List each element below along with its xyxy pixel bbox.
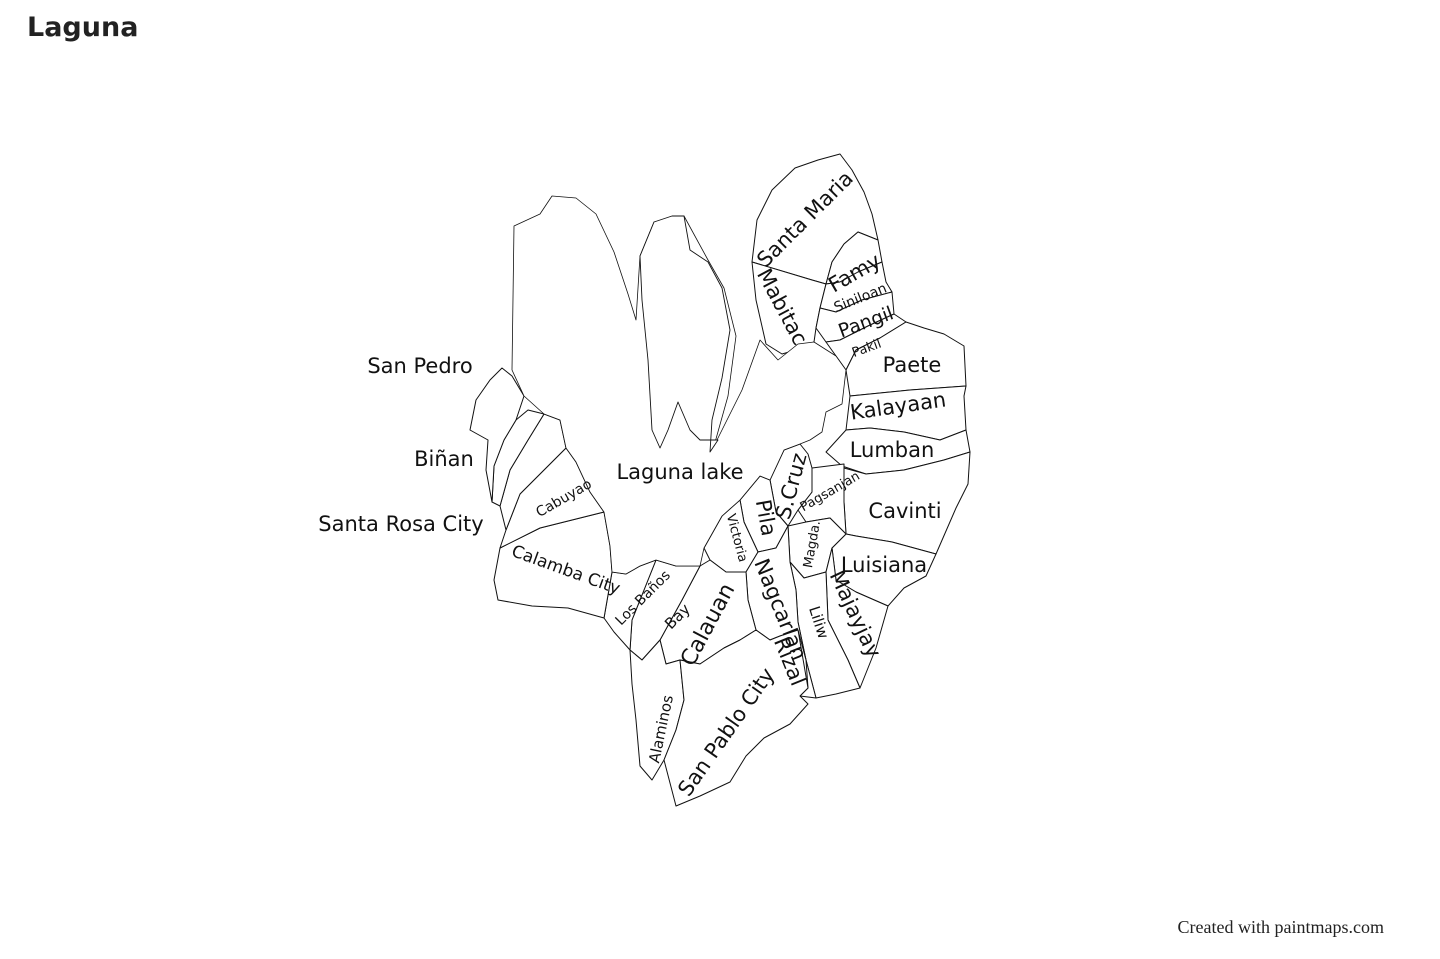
municipality-labels: San Pedro Biñan Santa Rosa City Cabuyao … — [318, 166, 947, 800]
label-san-pedro: San Pedro — [367, 354, 472, 378]
region-san-pedro[interactable] — [469, 367, 525, 503]
label-binan: Biñan — [414, 447, 474, 471]
label-paete: Paete — [883, 353, 942, 377]
label-lumban: Lumban — [850, 438, 935, 462]
credit-line: Created with paintmaps.com — [1177, 917, 1384, 937]
region-san-pablo[interactable] — [663, 629, 809, 807]
map-title: Laguna — [27, 12, 139, 43]
label-cavinti: Cavinti — [868, 499, 941, 523]
municipality-boundaries — [469, 153, 971, 807]
label-santa-rosa: Santa Rosa City — [318, 512, 483, 536]
peninsula-binangonan — [639, 215, 731, 453]
label-laguna-lake: Laguna lake — [616, 460, 743, 484]
label-luisiana: Luisiana — [841, 553, 927, 577]
